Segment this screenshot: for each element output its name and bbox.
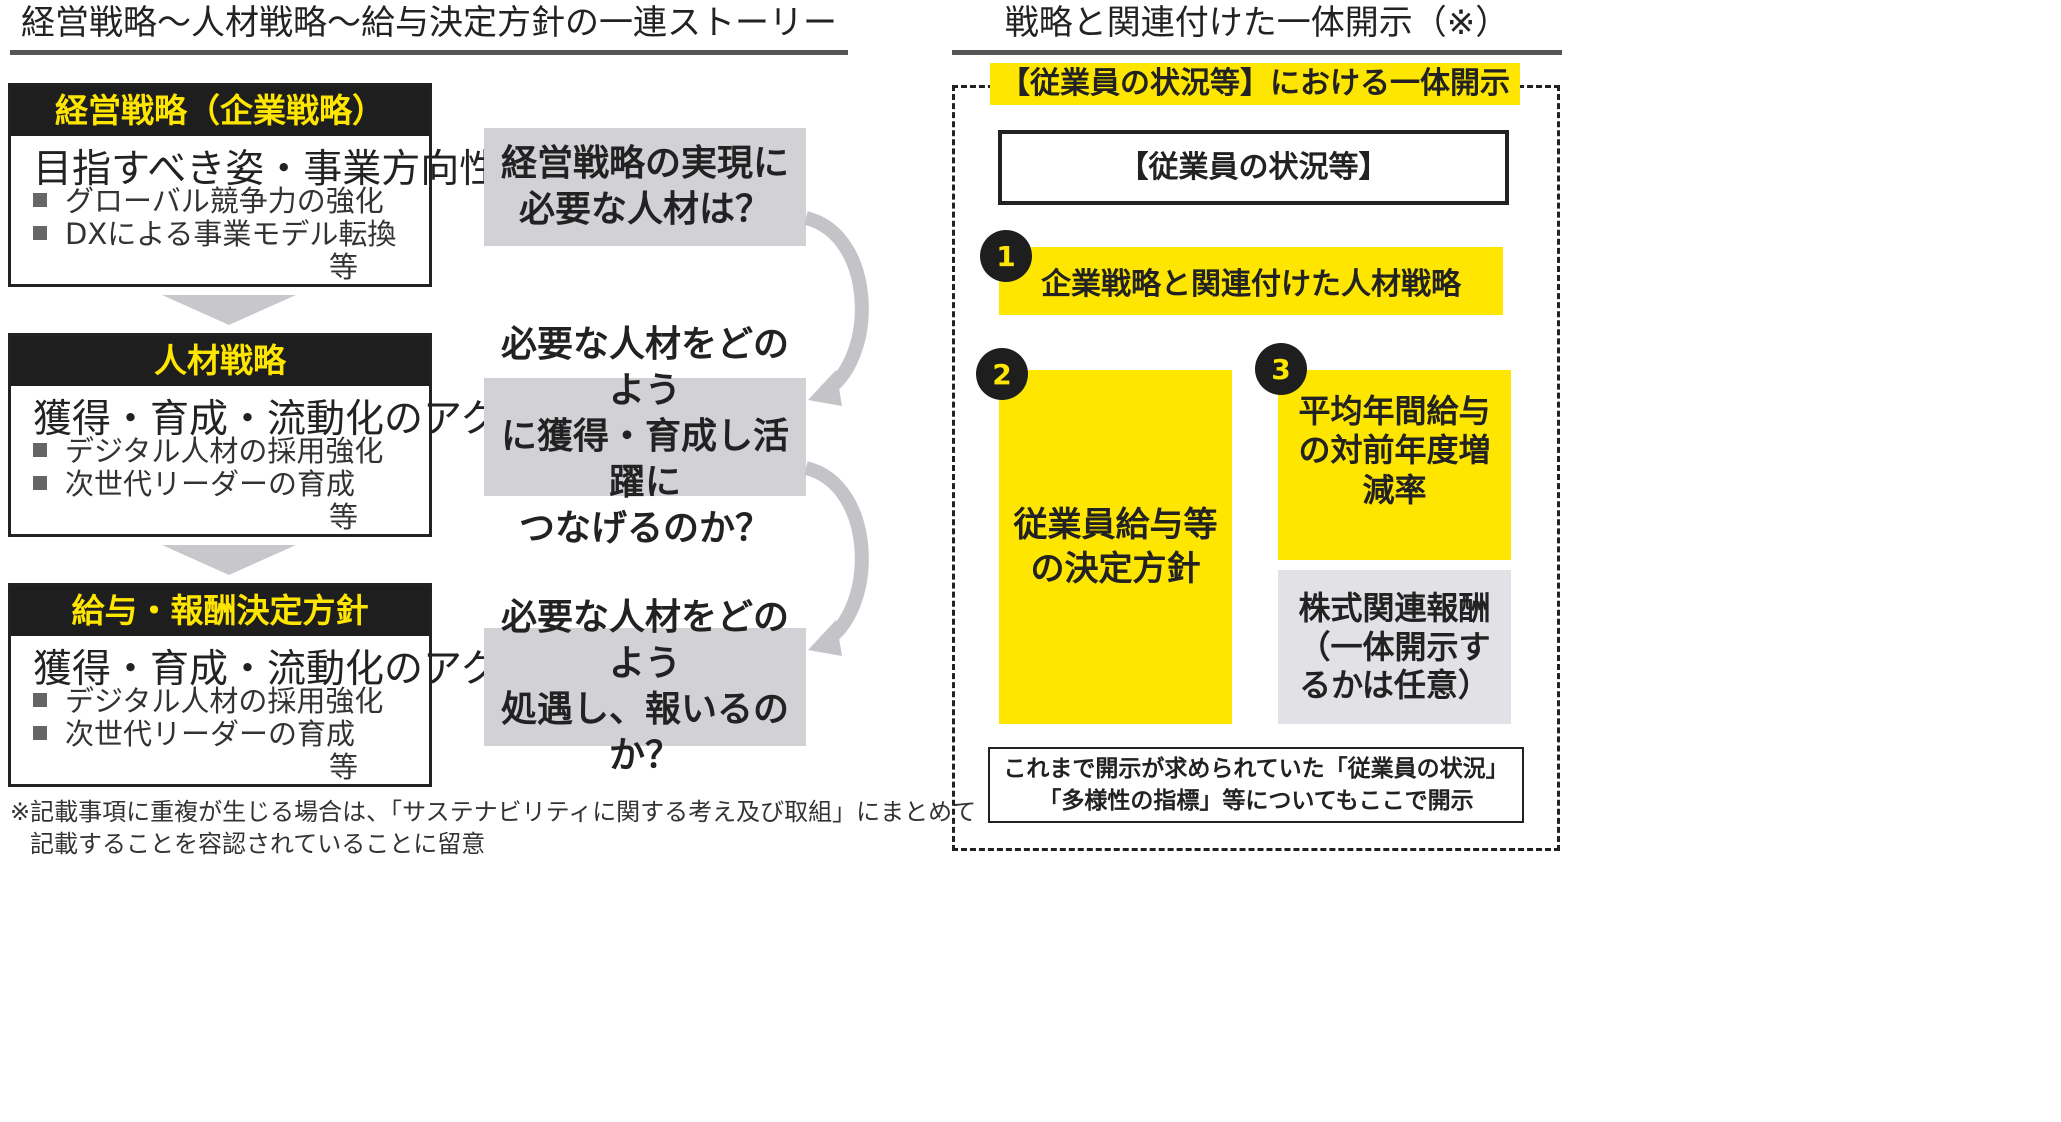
down-arrow-icon	[162, 295, 296, 325]
number-badge-3: 3	[1255, 343, 1307, 395]
square-bullet-icon	[33, 193, 47, 207]
number-badge-1: 1	[980, 230, 1032, 282]
item-line: 従業員給与等	[1013, 504, 1218, 545]
box-title: 給与・報酬決定方針	[11, 586, 429, 636]
panel-banner: 【従業員の状況等】における一体開示	[990, 63, 1520, 105]
question-line: 経営戦略の実現に	[500, 142, 789, 184]
item-line: 平均年間給与	[1298, 392, 1491, 431]
footnote-line: ※記載事項に重複が生じる場合は、「サステナビリティに関する考え及び取組」にまとめ…	[10, 798, 977, 826]
question-box-1: 経営戦略の実現に必要な人材は？	[484, 128, 806, 246]
item-1-box: 企業戦略と関連付けた人材戦略	[999, 247, 1503, 315]
down-arrow-icon	[162, 545, 296, 575]
optional-stock-compensation-box: 株式関連報酬（一体開示するかは任意）	[1278, 570, 1511, 724]
square-bullet-icon	[33, 443, 47, 457]
bullet-item: 次世代リーダーの育成	[33, 711, 355, 753]
box-main-text: 目指すべき姿・事業方向性	[33, 147, 499, 192]
footnote: ※記載事項に重複が生じる場合は、「サステナビリティに関する考え及び取組」にまとめ…	[10, 796, 976, 860]
box-title: 人材戦略	[11, 336, 429, 386]
question-line: 処遇し、報いるのか？	[500, 689, 789, 777]
bullet-item: デジタル人材の採用強化	[33, 678, 383, 720]
square-bullet-icon	[33, 476, 47, 490]
bullet-item: デジタル人材の採用強化	[33, 428, 383, 470]
box-title: 経営戦略（企業戦略）	[11, 86, 429, 136]
footer-line: 「多様性の指標」等についてもここで開示	[1038, 788, 1474, 814]
etc-label: 等	[329, 500, 359, 534]
left-header: 経営戦略～人材戦略～給与決定方針の一連ストーリー	[21, 3, 837, 43]
curved-arrow-icon	[803, 461, 869, 649]
compensation-policy-box: 給与・報酬決定方針 獲得・育成・流動化のアクション デジタル人材の採用強化 次世…	[8, 583, 616, 787]
bullet-item: DXによる事業モデル転換	[33, 211, 396, 253]
item-line: の決定方針	[1030, 549, 1201, 589]
square-bullet-icon	[33, 226, 47, 240]
item-line: るかは任意）	[1299, 666, 1490, 705]
curved-arrow-icon	[803, 211, 869, 399]
square-bullet-icon	[33, 693, 47, 707]
bullet-item: グローバル競争力の強化	[33, 178, 384, 220]
right-header-rule	[952, 50, 1562, 55]
curved-arrow-head-icon	[808, 370, 842, 406]
etc-label: 等	[329, 750, 359, 784]
item-line: 減率	[1362, 470, 1427, 509]
question-line: に獲得・育成し活躍に	[500, 415, 789, 504]
question-line: つなげるのか？	[518, 508, 771, 550]
right-header: 戦略と関連付けた一体開示（※）	[1004, 3, 1510, 43]
curved-arrows	[803, 211, 869, 656]
footer-line: これまで開示が求められていた「従業員の状況」	[1003, 755, 1509, 782]
item-line: （一体開示す	[1298, 627, 1491, 666]
square-bullet-icon	[33, 726, 47, 740]
question-line: 必要な人材をどのよう	[500, 323, 789, 411]
bullet-item: 次世代リーダーの育成	[33, 461, 355, 503]
section-title-box: 【従業員の状況等】	[998, 130, 1509, 205]
question-line: 必要な人材をどのよう	[500, 596, 789, 684]
question-line: 必要な人材は？	[518, 189, 771, 230]
question-box-2: 必要な人材をどのように獲得・育成し活躍につなげるのか？	[484, 324, 806, 549]
footnote-line: 記載することを容認されていることに留意	[30, 830, 486, 858]
disclosure-footer-box: これまで開示が求められていた「従業員の状況」「多様性の指標」等についてもここで開…	[988, 747, 1524, 823]
etc-label: 等	[329, 250, 359, 284]
curved-arrow-head-icon	[808, 620, 842, 656]
management-strategy-box: 経営戦略（企業戦略） 目指すべき姿・事業方向性 グローバル競争力の強化 DXによ…	[8, 83, 498, 287]
item-3-box: 平均年間給与の対前年度増減率	[1278, 370, 1511, 560]
left-header-rule	[10, 50, 848, 55]
question-box-3: 必要な人材をどのよう処遇し、報いるのか？	[484, 597, 806, 776]
number-badge-2: 2	[976, 348, 1028, 400]
item-2-box: 従業員給与等の決定方針	[999, 370, 1232, 724]
item-line: 株式関連報酬	[1298, 589, 1491, 628]
hr-strategy-box: 人材戦略 獲得・育成・流動化のアクション デジタル人材の採用強化 次世代リーダー…	[8, 333, 616, 537]
item-line: の対前年度増	[1298, 431, 1491, 470]
